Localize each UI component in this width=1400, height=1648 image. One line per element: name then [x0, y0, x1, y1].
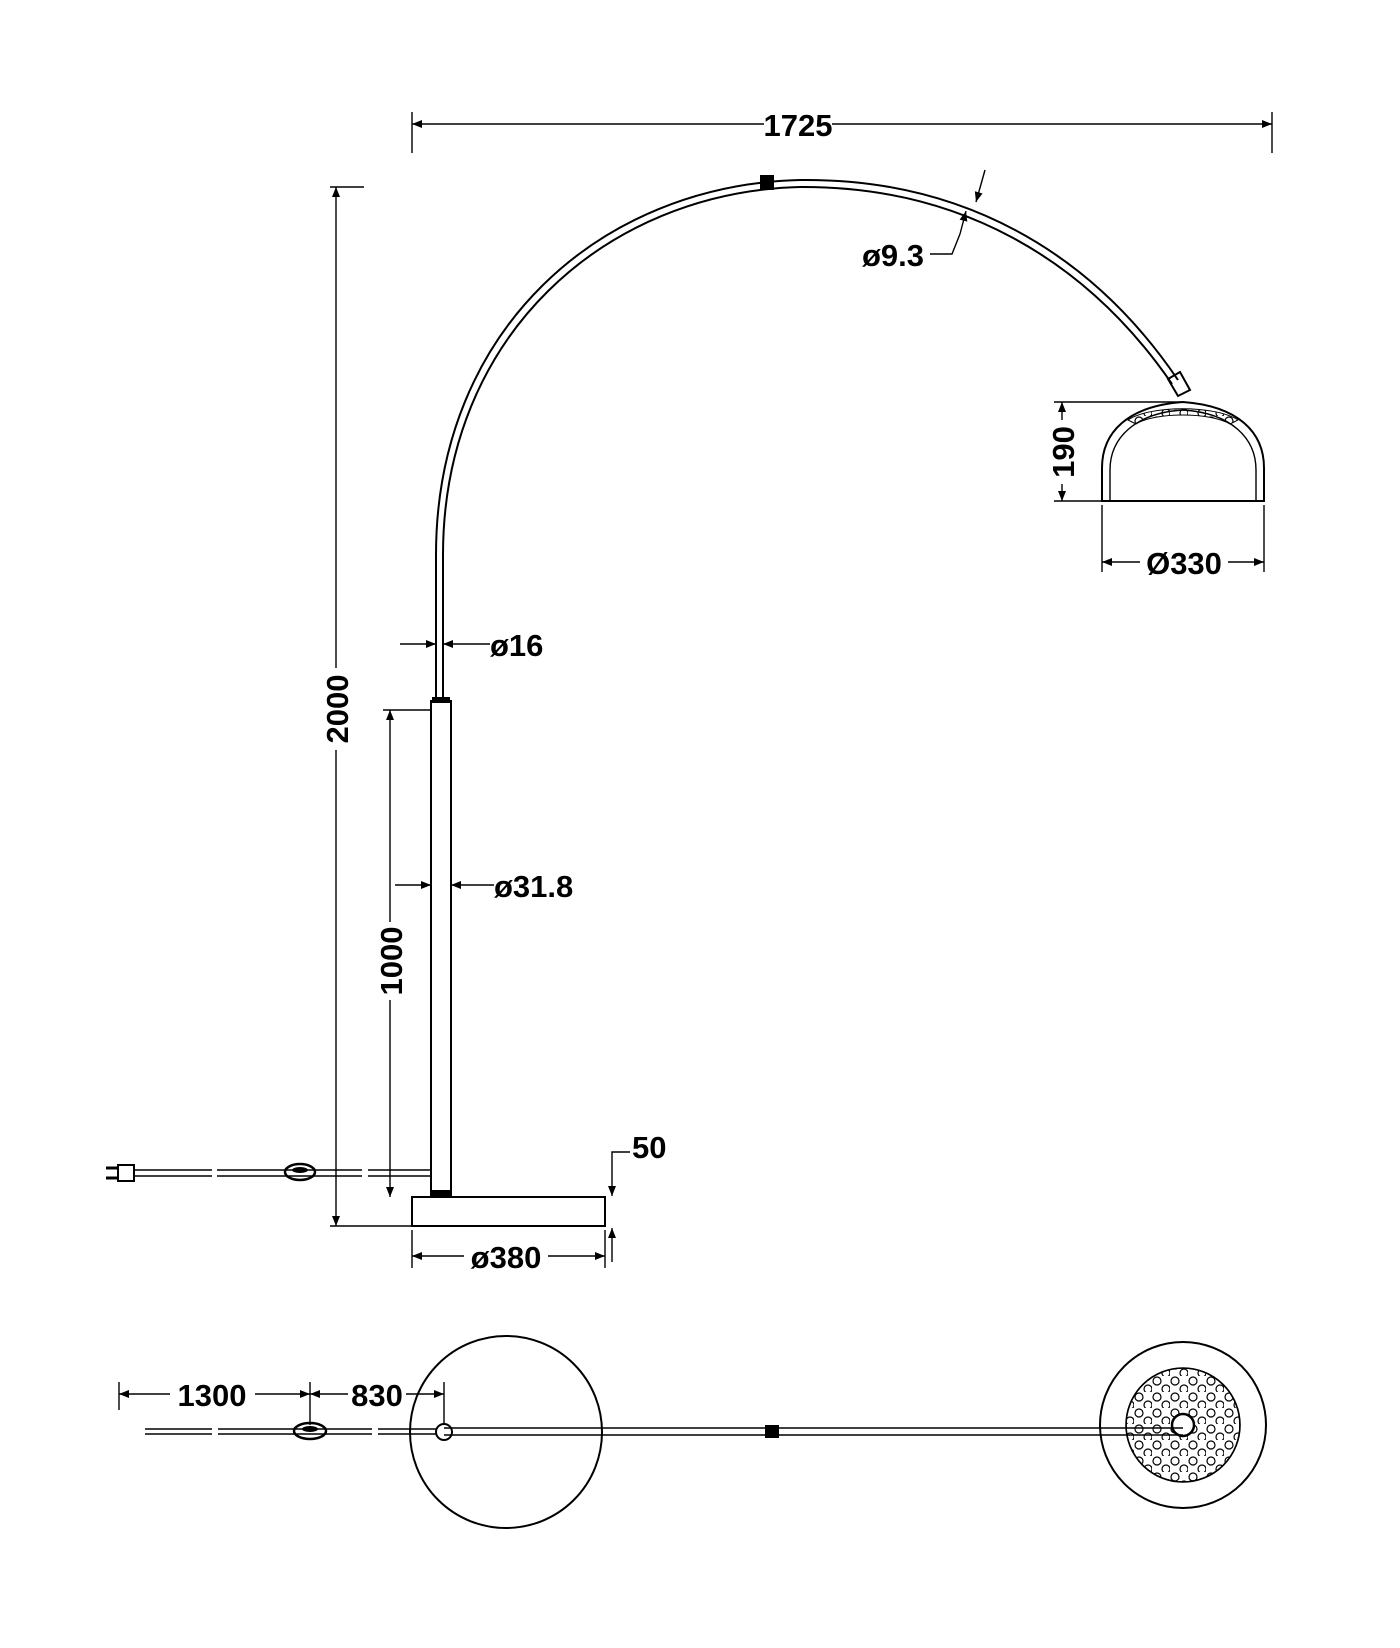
dim-cable-length-label: 1300	[178, 1378, 247, 1413]
power-cable-side	[106, 1162, 432, 1182]
lamp-base	[411, 1196, 606, 1227]
dim-lower-tube: ø31.8	[395, 869, 573, 904]
dim-upper-tube: ø16	[400, 628, 543, 663]
dim-arc-tube-label: ø9.3	[862, 238, 924, 273]
cable-switch	[283, 1162, 317, 1182]
dim-base-thickness: 50	[608, 1130, 666, 1262]
dim-base-thickness-label: 50	[632, 1130, 666, 1165]
arm-top-view	[435, 1423, 1183, 1441]
shade-top-view	[1099, 1341, 1267, 1509]
lower-tube	[430, 697, 452, 1198]
dim-total-width-label: 1725	[764, 108, 833, 143]
dim-switch-distance: 830	[310, 1378, 445, 1424]
dim-lower-tube-label: ø31.8	[494, 869, 573, 904]
dim-shade-diameter: Ø330	[1101, 505, 1265, 581]
arc-joint	[760, 175, 774, 190]
dim-base-diameter: ø380	[411, 1230, 606, 1275]
dim-total-height-label: 2000	[320, 675, 355, 744]
dim-switch-distance-label: 830	[351, 1378, 403, 1413]
dim-total-width: 1725	[411, 108, 1273, 153]
shade-connector	[1166, 370, 1192, 398]
dim-shade-height-label: 190	[1046, 426, 1081, 478]
dim-upper-tube-label: ø16	[490, 628, 543, 663]
plug-icon	[106, 1164, 135, 1182]
dim-lower-tube-height: 1000	[374, 709, 431, 1197]
power-cable-top	[145, 1421, 436, 1441]
lamp-shade	[1101, 400, 1265, 502]
dim-total-height: 2000	[320, 186, 412, 1227]
dim-base-diameter-label: ø380	[471, 1240, 542, 1275]
base-top-view	[409, 1335, 603, 1529]
dim-cable-length: 1300	[118, 1378, 311, 1425]
dim-shade-diameter-label: Ø330	[1146, 546, 1222, 581]
dim-shade-height: 190	[1046, 401, 1183, 502]
dim-lower-tube-height-label: 1000	[374, 927, 409, 996]
dim-arc-tube: ø9.3	[862, 169, 986, 273]
